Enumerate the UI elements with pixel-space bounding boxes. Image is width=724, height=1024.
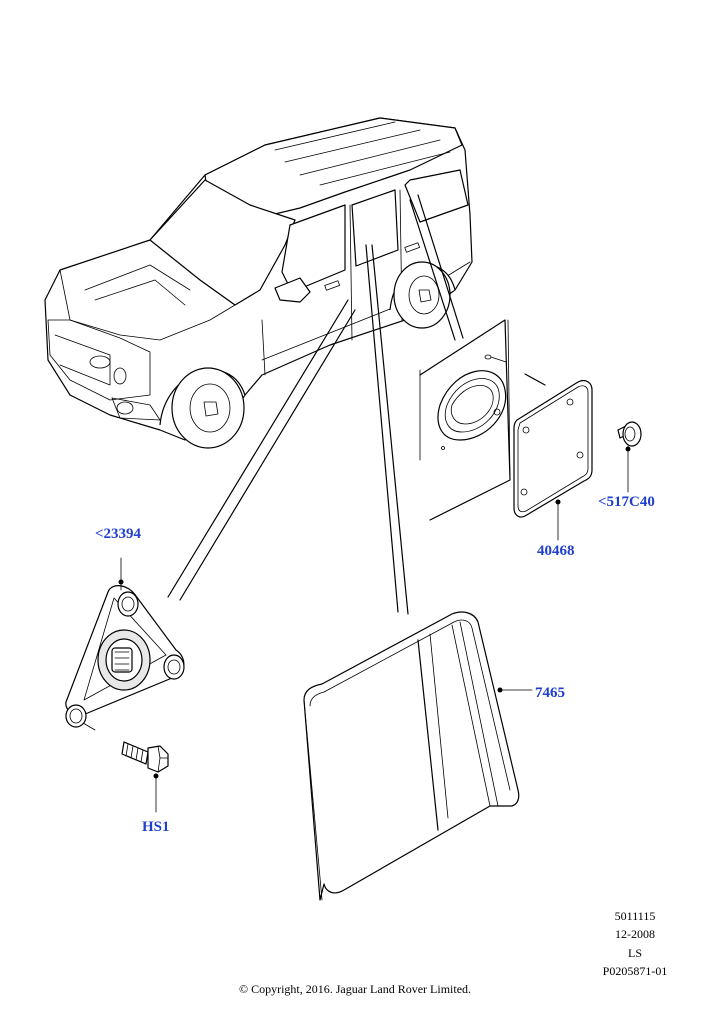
callout-bolt[interactable]: HS1: [142, 819, 170, 835]
info-line-2: 12-2008: [615, 927, 655, 941]
filler-panel-body: [419, 319, 511, 521]
callout-bracket[interactable]: <23394: [95, 526, 142, 542]
projection-lines: [77, 194, 546, 731]
cover-plate-part[interactable]: [513, 379, 593, 518]
callout-leaders: [555, 499, 561, 541]
vehicle-illustration: [44, 117, 473, 449]
bolt-part[interactable]: [121, 741, 169, 813]
clip-part[interactable]: [617, 421, 642, 493]
info-line-1: 5011115: [615, 909, 656, 923]
info-line-4: P0205871-01: [603, 964, 668, 978]
callout-glass[interactable]: 7465: [535, 685, 565, 701]
callout-clip[interactable]: <517C40: [598, 494, 655, 510]
bracket-part[interactable]: [65, 557, 185, 728]
callout-cover[interactable]: 40468: [537, 543, 575, 559]
copyright-text: © Copyright, 2016. Jaguar Land Rover Lim…: [239, 982, 471, 996]
glass-part[interactable]: [303, 611, 533, 901]
info-line-3: LS: [628, 946, 642, 960]
